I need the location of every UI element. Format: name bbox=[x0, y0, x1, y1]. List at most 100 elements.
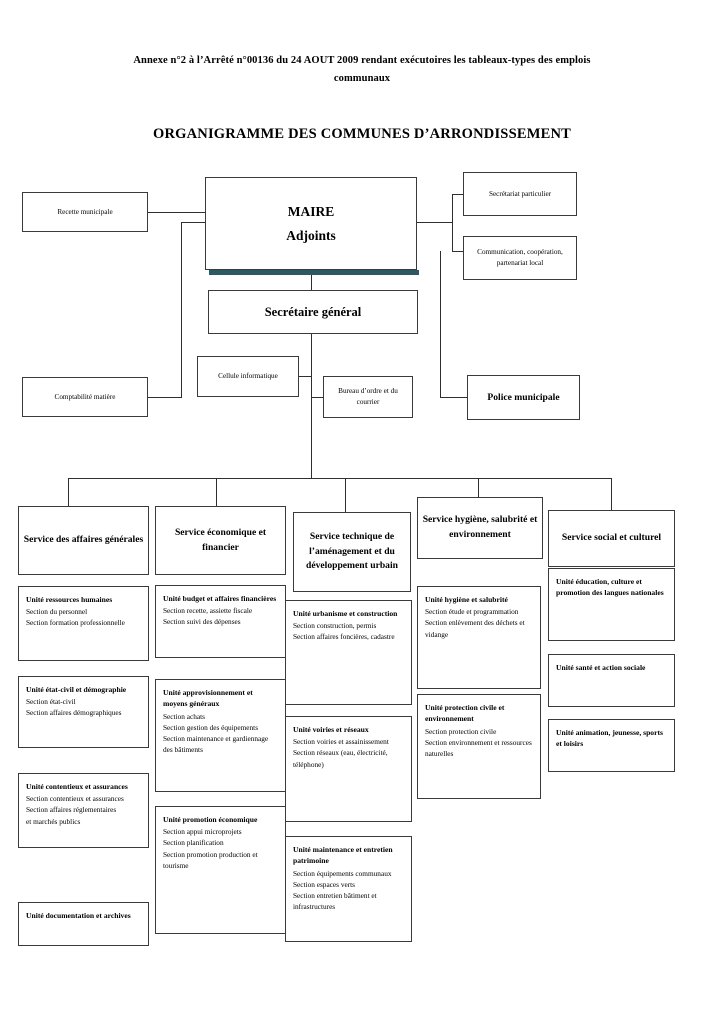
box-service-affaires-generales[interactable]: Service des affaires générales bbox=[18, 506, 149, 575]
unit-line: Section recette, assiette fiscale bbox=[163, 606, 253, 616]
box-unit[interactable]: Unité état-civil et démographie Section … bbox=[18, 676, 149, 748]
unit-line: Section construction, permis bbox=[293, 621, 377, 631]
unit-line: Section affaires foncières, cadastre bbox=[293, 632, 395, 642]
box-unit[interactable]: Unité budget et affaires financières Sec… bbox=[155, 585, 286, 658]
recette-municipale-label: Recette municipale bbox=[57, 207, 113, 216]
communication-label: Communication, coopération, partenariat … bbox=[477, 248, 563, 267]
unit-line: Section espaces verts bbox=[293, 879, 356, 889]
unit-title: Unité état-civil et démographie bbox=[26, 685, 127, 694]
adjoints-label: Adjoints bbox=[286, 227, 336, 243]
box-unit[interactable]: Unité santé et action sociale bbox=[548, 654, 675, 707]
cellule-informatique-label: Cellule informatique bbox=[218, 372, 278, 381]
box-unit[interactable]: Unité contentieux et assurances Section … bbox=[18, 773, 149, 848]
connector-maire-right-stub bbox=[417, 222, 452, 223]
unit-line: Section voiries et assainissement bbox=[293, 737, 389, 747]
box-unit[interactable]: Unité animation, jeunesse, sports et loi… bbox=[548, 719, 675, 772]
box-unit[interactable]: Unité documentation et archives bbox=[18, 902, 149, 946]
secretaire-general-label: Secrétaire général bbox=[264, 304, 362, 319]
box-bureau-ordre[interactable]: Bureau d’ordre et du courrier bbox=[323, 376, 413, 418]
secretariat-particulier-label: Secrétariat particulier bbox=[488, 189, 552, 198]
connector-recette-maire bbox=[148, 212, 205, 213]
box-service-technique[interactable]: Service technique de l’aménagement et du… bbox=[293, 512, 411, 592]
unit-line: Section état-civil bbox=[26, 697, 76, 707]
unit-line: Section du personnel bbox=[26, 607, 88, 617]
unit-line: Section protection civile bbox=[425, 726, 497, 736]
comptabilite-matiere-label: Comptabilité matière bbox=[54, 392, 116, 401]
unit-line: Section contentieux et assurances bbox=[26, 794, 124, 804]
box-communication[interactable]: Communication, coopération, partenariat … bbox=[463, 236, 577, 280]
unit-title: Unité contentieux et assurances bbox=[26, 782, 128, 791]
connector-service-drop-1 bbox=[68, 478, 69, 506]
box-unit[interactable]: Unité hygiène et salubrité Section étude… bbox=[417, 586, 541, 689]
maire-label: MAIRE bbox=[287, 203, 335, 219]
service-label: Service économique et financier bbox=[174, 526, 267, 553]
service-label: Service hygiène, salubrité et environnem… bbox=[422, 514, 538, 540]
unit-title: Unité budget et affaires financières bbox=[163, 594, 277, 603]
unit-title: Unité santé et action sociale bbox=[556, 663, 646, 672]
unit-title: Unité urbanisme et construction bbox=[293, 609, 398, 618]
unit-title: Unité documentation et archives bbox=[26, 911, 131, 920]
maire-box-shadow bbox=[209, 270, 419, 275]
unit-line: et marchés publics bbox=[26, 816, 81, 826]
unit-title: Unité animation, jeunesse, sports et loi… bbox=[556, 728, 663, 749]
box-unit[interactable]: Unité promotion économique Section appui… bbox=[155, 806, 286, 934]
box-comptabilite-matiere[interactable]: Comptabilité matière bbox=[22, 377, 148, 417]
unit-line: Section affaires démographiques bbox=[26, 708, 122, 718]
connector-service-drop-3 bbox=[345, 478, 346, 512]
box-service-social-culturel[interactable]: Service social et culturel bbox=[548, 510, 675, 567]
bureau-ordre-label: Bureau d’ordre et du courrier bbox=[338, 387, 398, 406]
unit-title: Unité maintenance et entretien patrimoin… bbox=[293, 845, 393, 866]
box-unit[interactable]: Unité voiries et réseaux Section voiries… bbox=[285, 716, 412, 822]
connector-bureau-ordre bbox=[311, 397, 323, 398]
box-cellule-informatique[interactable]: Cellule informatique bbox=[197, 356, 299, 397]
unit-line: Section entretien bâtiment et infrastruc… bbox=[293, 890, 377, 912]
box-unit[interactable]: Unité maintenance et entretien patrimoin… bbox=[285, 836, 412, 942]
connector-police bbox=[440, 397, 467, 398]
unit-line: Section suivi des dépenses bbox=[163, 617, 241, 627]
unit-line: Section achats bbox=[163, 711, 205, 721]
connector-police-bus bbox=[440, 251, 441, 397]
connector-service-drop-4 bbox=[478, 478, 479, 497]
connector-right-bus bbox=[452, 194, 453, 251]
police-municipale-label: Police municipale bbox=[487, 392, 560, 403]
box-secretariat-particulier[interactable]: Secrétariat particulier bbox=[463, 172, 577, 216]
unit-title: Unité approvisionnement et moyens généra… bbox=[163, 688, 253, 709]
unit-line: Section appui microprojets bbox=[163, 827, 242, 837]
unit-title: Unité hygiène et salubrité bbox=[425, 595, 508, 604]
unit-line: Section promotion production et tourisme bbox=[163, 849, 258, 870]
connector-secretariat bbox=[452, 194, 463, 195]
unit-line: Section équipements communaux bbox=[293, 868, 392, 878]
box-police-municipale[interactable]: Police municipale bbox=[467, 375, 580, 420]
unit-line: Section formation professionnelle bbox=[26, 618, 125, 628]
box-unit[interactable]: Unité urbanisme et construction Section … bbox=[285, 600, 412, 705]
unit-line: Section affaires réglementaires bbox=[26, 805, 117, 815]
box-unit[interactable]: Unité éducation, culture et promotion de… bbox=[548, 568, 675, 641]
chart-title: ORGANIGRAMME DES COMMUNES D’ARRONDISSEME… bbox=[152, 126, 572, 142]
box-unit[interactable]: Unité ressources humaines Section du per… bbox=[18, 586, 149, 661]
unit-line: Section planification bbox=[163, 838, 224, 848]
unit-title: Unité ressources humaines bbox=[26, 595, 113, 604]
connector-left-bus bbox=[181, 222, 182, 397]
box-recette-municipale[interactable]: Recette municipale bbox=[22, 192, 148, 232]
connector-communication bbox=[452, 251, 463, 252]
unit-line: Section étude et programmation bbox=[425, 607, 519, 617]
box-unit[interactable]: Unité protection civile et environnement… bbox=[417, 694, 541, 799]
connector-service-drop-5 bbox=[611, 478, 612, 510]
connector-services-bus bbox=[68, 478, 611, 479]
unit-line: Section réseaux (eau, électricité, télép… bbox=[293, 748, 388, 769]
box-service-economique-financier[interactable]: Service économique et financier bbox=[155, 506, 286, 575]
box-secretaire-general[interactable]: Secrétaire général bbox=[208, 290, 418, 334]
service-label: Service technique de l’aménagement et du… bbox=[306, 530, 398, 572]
unit-line: Section maintenance et gardiennage des b… bbox=[163, 733, 269, 755]
unit-line: Section gestion des équipements bbox=[163, 722, 259, 732]
unit-title: Unité protection civile et environnement bbox=[425, 703, 505, 724]
unit-title: Unité éducation, culture et promotion de… bbox=[556, 577, 664, 598]
service-label: Service des affaires générales bbox=[23, 534, 144, 546]
box-unit[interactable]: Unité approvisionnement et moyens généra… bbox=[155, 679, 286, 792]
connector-maire-sg bbox=[311, 272, 312, 290]
service-label: Service social et culturel bbox=[561, 532, 662, 544]
connector-comptabilite bbox=[148, 397, 182, 398]
box-service-hygiene[interactable]: Service hygiène, salubrité et environnem… bbox=[417, 497, 543, 559]
box-maire[interactable]: MAIRE Adjoints bbox=[205, 177, 417, 270]
